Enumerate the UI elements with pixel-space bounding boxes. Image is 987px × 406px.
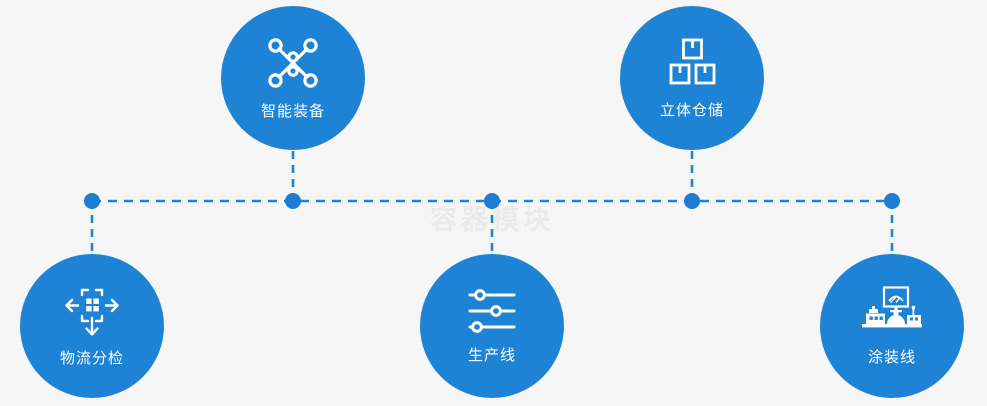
stacked-boxes-icon: [665, 37, 719, 89]
junction-warehouse: [684, 193, 700, 209]
junction-logistics: [84, 193, 100, 209]
node-label: 涂装线: [867, 347, 916, 366]
node-label: 物流分检: [59, 348, 124, 367]
node-label: 立体仓储: [659, 100, 724, 119]
node-warehouse[interactable]: 立体仓储: [620, 6, 764, 150]
sorting-arrows-icon: [64, 285, 120, 337]
paint-booth-icon: [860, 285, 924, 336]
node-painting-line[interactable]: 涂装线: [820, 254, 964, 398]
junction-smart-equipment: [285, 193, 301, 209]
sliders-icon: [464, 288, 520, 334]
node-label: 生产线: [467, 345, 516, 364]
node-logistics-sorting[interactable]: 物流分检: [20, 254, 164, 398]
junction-painting-line: [884, 193, 900, 209]
node-label: 智能装备: [260, 101, 325, 120]
node-production-line[interactable]: 生产线: [420, 254, 564, 398]
junction-production-line: [484, 193, 500, 209]
network-nodes-icon: [266, 36, 320, 90]
watermark-text: 容器模块: [430, 205, 554, 236]
node-smart-equipment[interactable]: 智能装备: [221, 6, 365, 150]
